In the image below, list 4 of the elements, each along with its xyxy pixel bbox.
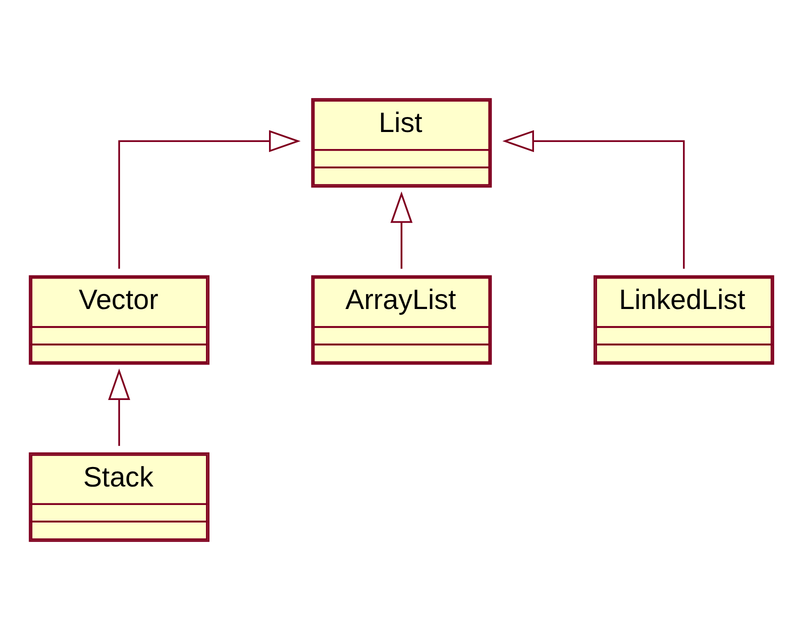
arrow xyxy=(108,368,130,446)
arrow xyxy=(390,190,413,268)
arrow xyxy=(502,130,685,268)
arrow xyxy=(118,130,301,268)
